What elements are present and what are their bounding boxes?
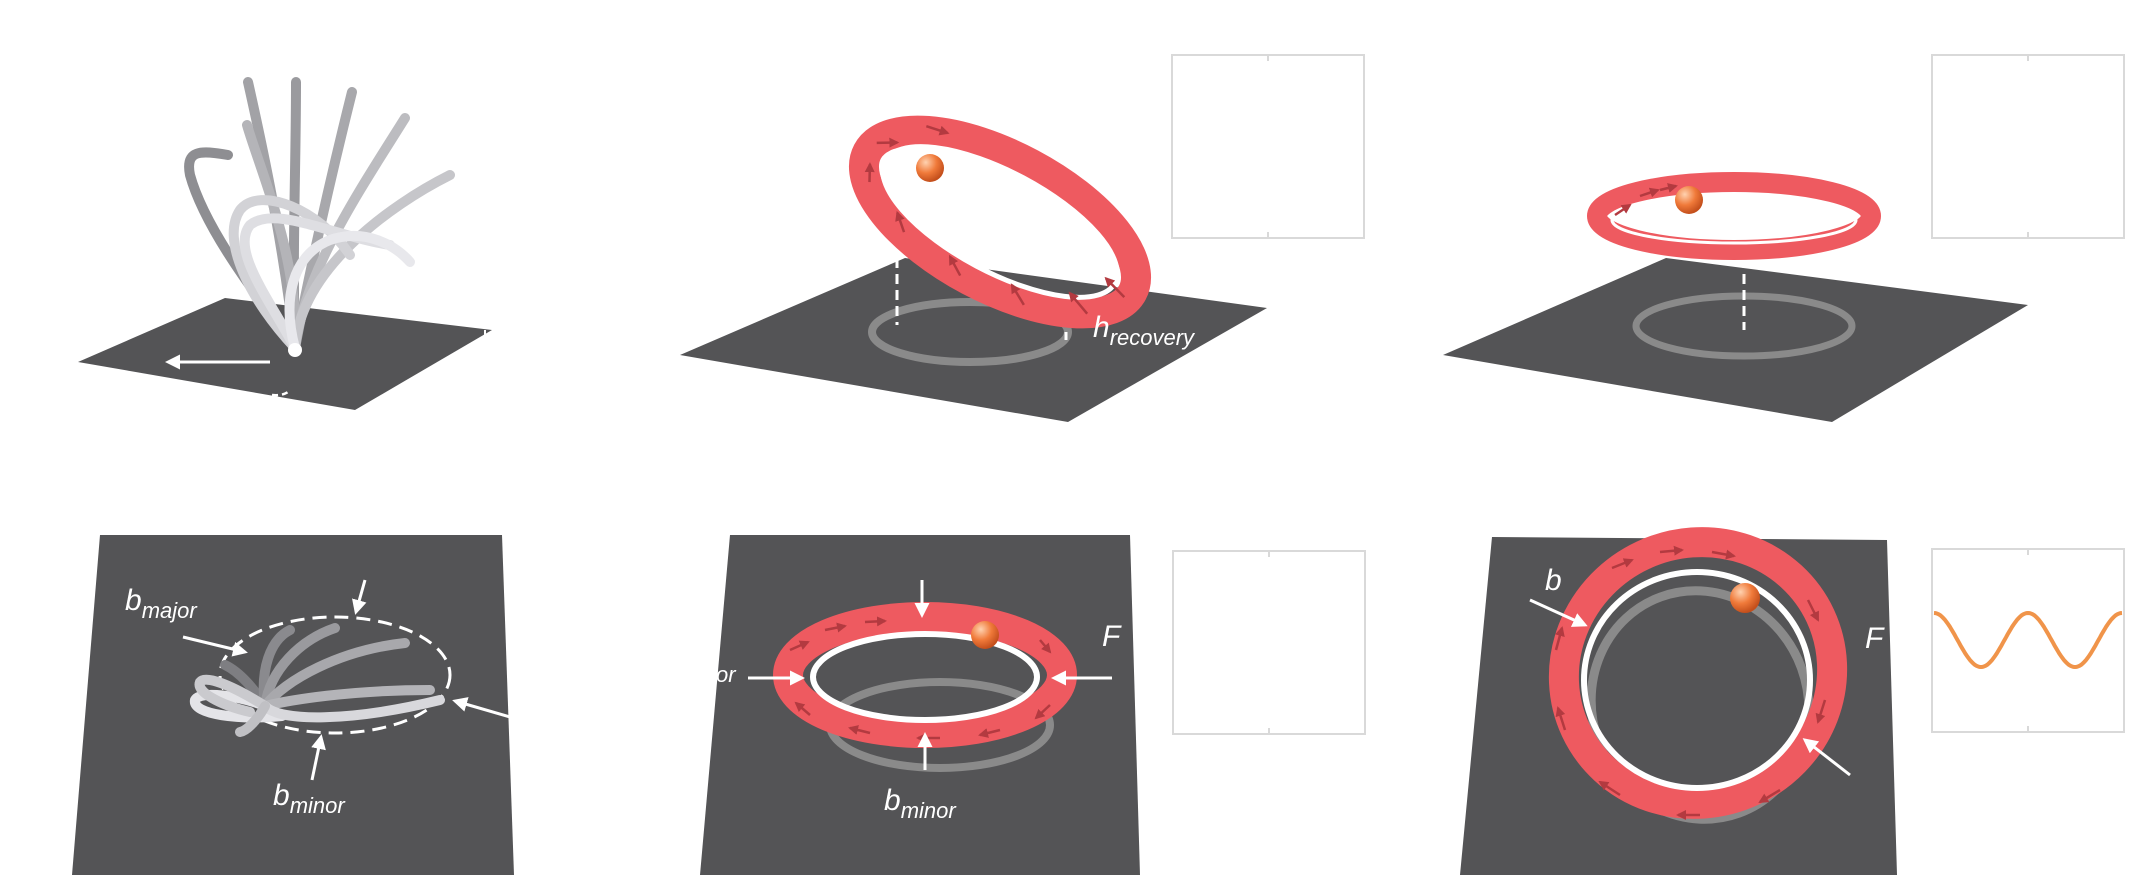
filament-bundle	[184, 77, 455, 353]
b-subscript-minor: minor	[290, 793, 347, 818]
b-label: b	[1545, 564, 1562, 597]
ring-inner-edge	[1610, 195, 1858, 245]
filament-icon	[190, 689, 287, 723]
arrow-icon	[876, 137, 900, 148]
ring-inner-edge	[1581, 569, 1813, 791]
arrow-icon	[1598, 780, 1621, 797]
filament-icon	[260, 623, 340, 711]
arrow-icon	[1611, 558, 1634, 570]
b-symbol: b	[884, 784, 901, 817]
ball-icon	[1675, 186, 1703, 214]
filament-icon	[260, 638, 410, 711]
arrow-icon	[978, 728, 1001, 738]
panel-bottom-left: bmajor bminor	[72, 535, 514, 875]
h-symbol: h	[1093, 311, 1110, 344]
arrow-icon	[182, 635, 248, 657]
sweep-outline	[218, 615, 452, 735]
ring-arrows	[1614, 183, 1678, 217]
arrow-icon	[1711, 549, 1736, 560]
arrow-icon	[794, 701, 811, 716]
inset-bottom-middle	[1172, 550, 1366, 735]
h-subscript: recovery	[1110, 325, 1196, 350]
arrow-icon	[1614, 203, 1632, 217]
arrow-icon	[1802, 738, 1851, 777]
inset-top-right	[1931, 54, 2125, 239]
b-subscript-minor: minor	[901, 798, 958, 823]
filament-icon	[284, 231, 415, 353]
ball-icon	[971, 621, 999, 649]
arrow-icon	[1659, 183, 1678, 193]
arrow-icon	[1806, 599, 1820, 622]
filament-icon	[194, 674, 270, 717]
arrow-icon	[1010, 283, 1025, 306]
arrow-icon	[1555, 706, 1567, 731]
arrow-icon	[925, 125, 950, 136]
ring-band	[1548, 527, 1848, 819]
arrow-icon	[848, 725, 871, 735]
arrow-icon	[452, 697, 511, 719]
partial-label: or	[716, 662, 737, 687]
plate	[700, 535, 1140, 875]
filament-sweep	[190, 623, 445, 737]
dashed-arc	[271, 390, 289, 397]
inset-frame	[1172, 550, 1366, 735]
panel-top-right	[1443, 172, 2028, 422]
inset-bottom-right	[1931, 548, 2125, 733]
ring-band	[848, 115, 1152, 329]
inset-frame	[1171, 54, 1365, 239]
F-label: F	[1865, 622, 1885, 655]
b-major-label: bmajor	[125, 584, 198, 623]
arrow-icon	[1758, 788, 1781, 804]
arrow-icon	[824, 622, 847, 633]
panel-bottom-right: b F	[1460, 527, 1897, 875]
projection-ring	[868, 298, 1072, 366]
F-label: F	[1102, 620, 1122, 653]
filament-icon	[290, 170, 455, 353]
filament-icon	[228, 195, 355, 353]
anchor-point	[288, 343, 302, 357]
filament-icon	[260, 685, 435, 711]
b-subscript-major: major	[142, 598, 199, 623]
b-symbol: b	[125, 584, 142, 617]
wave-trace	[1933, 610, 2123, 670]
h-recovery-label: hrecovery	[1093, 311, 1196, 350]
b-symbol: b	[273, 779, 290, 812]
plate	[1443, 258, 2028, 422]
inset-frame	[1931, 548, 2125, 733]
ring-inner-edge	[810, 631, 1040, 723]
inset-top-middle	[1171, 54, 1365, 239]
arrow-icon	[895, 210, 906, 233]
b-minor-label: bminor	[884, 784, 957, 823]
arrow-icon	[1529, 598, 1588, 627]
arrow-icon	[1639, 187, 1660, 198]
arrow-icon	[1815, 699, 1827, 724]
plate	[78, 298, 492, 410]
arrow-icon	[1104, 276, 1126, 299]
arrow-icon	[310, 734, 326, 781]
arrow-icon	[948, 254, 962, 277]
b-minor-label: bminor	[273, 779, 346, 818]
filament-icon	[239, 213, 395, 353]
filament-icon	[235, 701, 270, 737]
arrow-icon	[1554, 626, 1565, 651]
inset-frame	[1931, 54, 2125, 239]
arrow-icon	[789, 640, 810, 652]
panel-top-left: β	[78, 77, 492, 410]
ring-arrows	[864, 125, 1126, 315]
panel-bottom-middle: or F bminor	[700, 535, 1140, 875]
arrow-icon	[1034, 704, 1051, 720]
panel-top-middle: hrecovery	[680, 115, 1267, 422]
arrow-icon	[1659, 545, 1684, 556]
arrow-icon	[864, 162, 875, 183]
arrow-icon	[352, 579, 367, 615]
filament-icon	[260, 695, 445, 723]
ring-band	[1587, 172, 1881, 260]
arrow-icon	[864, 616, 887, 627]
ball-icon	[1730, 583, 1760, 613]
arrow-icon	[1039, 639, 1052, 654]
arrow-icon	[1068, 291, 1089, 315]
ring-arrows	[1554, 545, 1827, 820]
ball-icon	[916, 154, 944, 182]
